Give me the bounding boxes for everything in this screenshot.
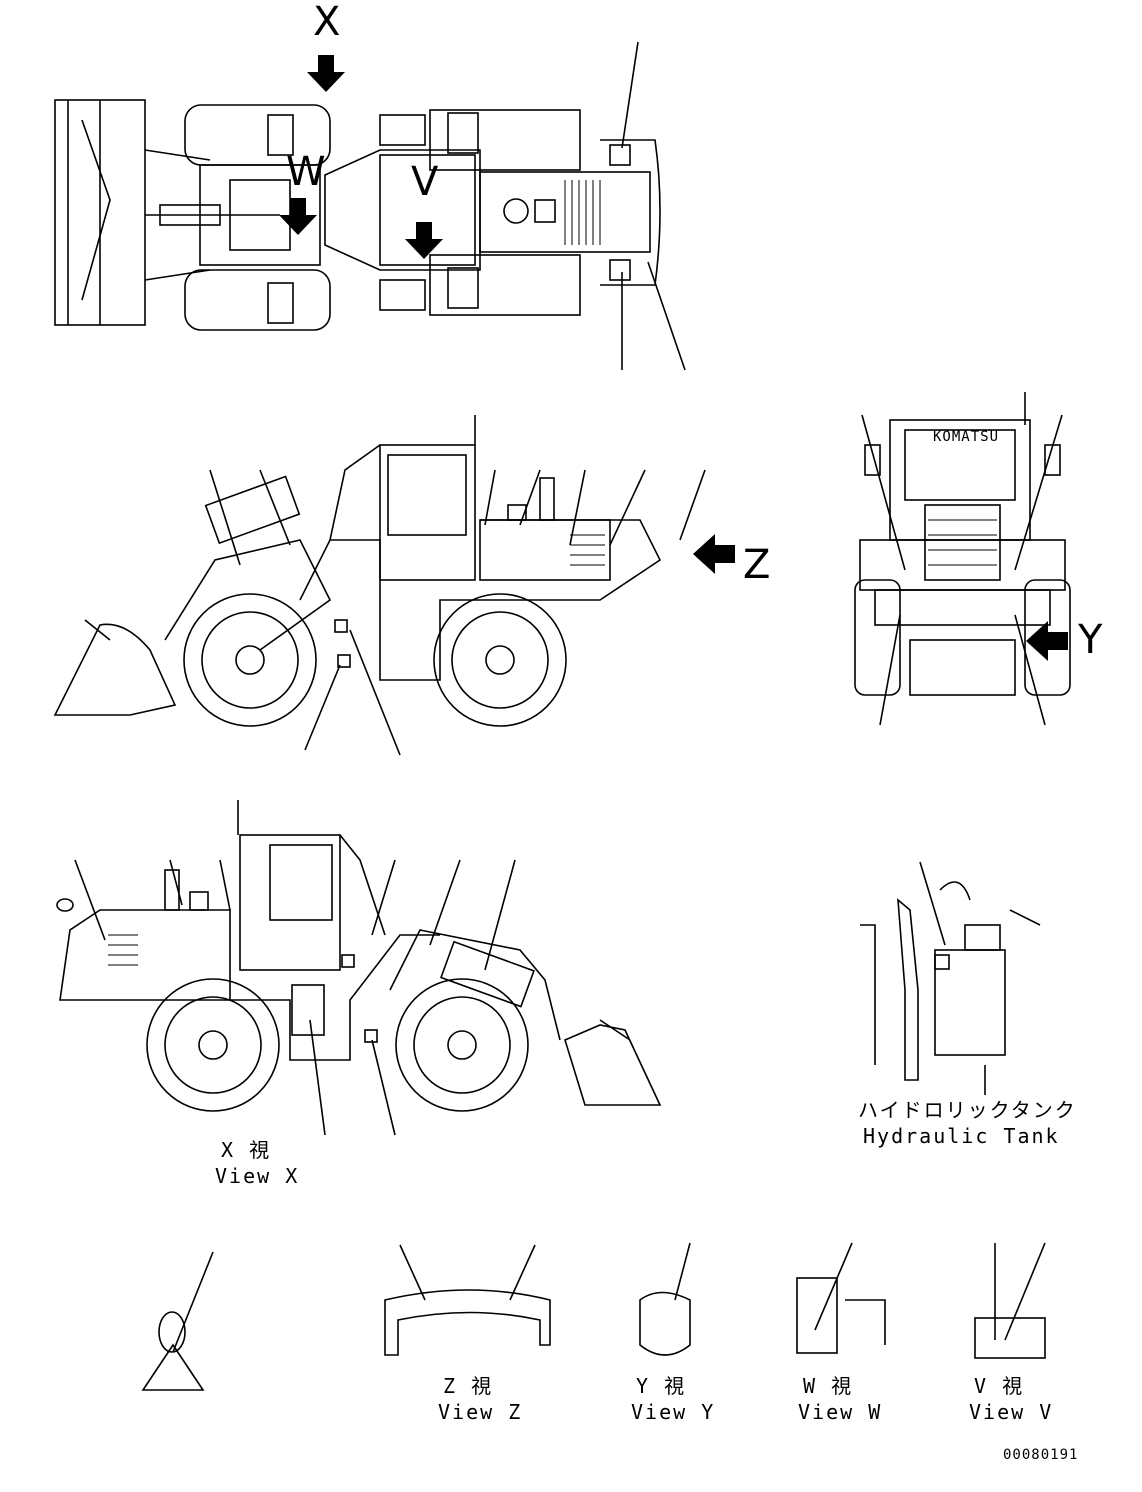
caption-view-z: View Z	[438, 1400, 523, 1424]
view-z-detail	[384, 1244, 551, 1356]
side-view-left	[53, 415, 706, 756]
caption-view-y: View Y	[631, 1400, 716, 1424]
marker-x: X	[313, 0, 341, 45]
brand-plate: KOMATSU	[933, 429, 1000, 445]
side-view-right	[56, 800, 662, 1136]
hydraulic-tank-view	[860, 861, 1041, 1095]
caption-view-x: View X	[215, 1164, 300, 1188]
marker-v: V	[411, 159, 439, 205]
arrow-x	[307, 55, 345, 92]
view-w-detail	[796, 1242, 886, 1354]
caption-view-v-jp: V 視	[974, 1374, 1025, 1398]
caption-hydraulic-tank: Hydraulic Tank	[863, 1124, 1060, 1148]
caption-view-v: View V	[969, 1400, 1054, 1424]
view-v-detail	[974, 1242, 1046, 1359]
caption-view-x-jp: X 視	[221, 1138, 272, 1162]
view-y-detail	[639, 1242, 691, 1356]
arrow-w	[279, 198, 317, 235]
drawing-number: 00080191	[1003, 1447, 1079, 1463]
caption-hydraulic-tank-jp: ハイドロリックタンク	[858, 1098, 1077, 1122]
marker-y: Y	[1078, 617, 1103, 663]
caption-view-w-jp: W 視	[803, 1374, 854, 1398]
top-view	[54, 41, 686, 371]
rear-view	[854, 392, 1071, 726]
marker-z: Z	[743, 542, 771, 588]
arrow-v	[405, 222, 443, 259]
caption-view-w: View W	[798, 1400, 883, 1424]
caption-view-z-jp: Z 視	[443, 1374, 494, 1398]
arrow-z	[693, 534, 735, 574]
caption-view-y-jp: Y 視	[636, 1374, 687, 1398]
arrow-y	[1026, 621, 1068, 661]
warning-triangle	[141, 1251, 214, 1391]
marker-w: W	[286, 149, 326, 195]
